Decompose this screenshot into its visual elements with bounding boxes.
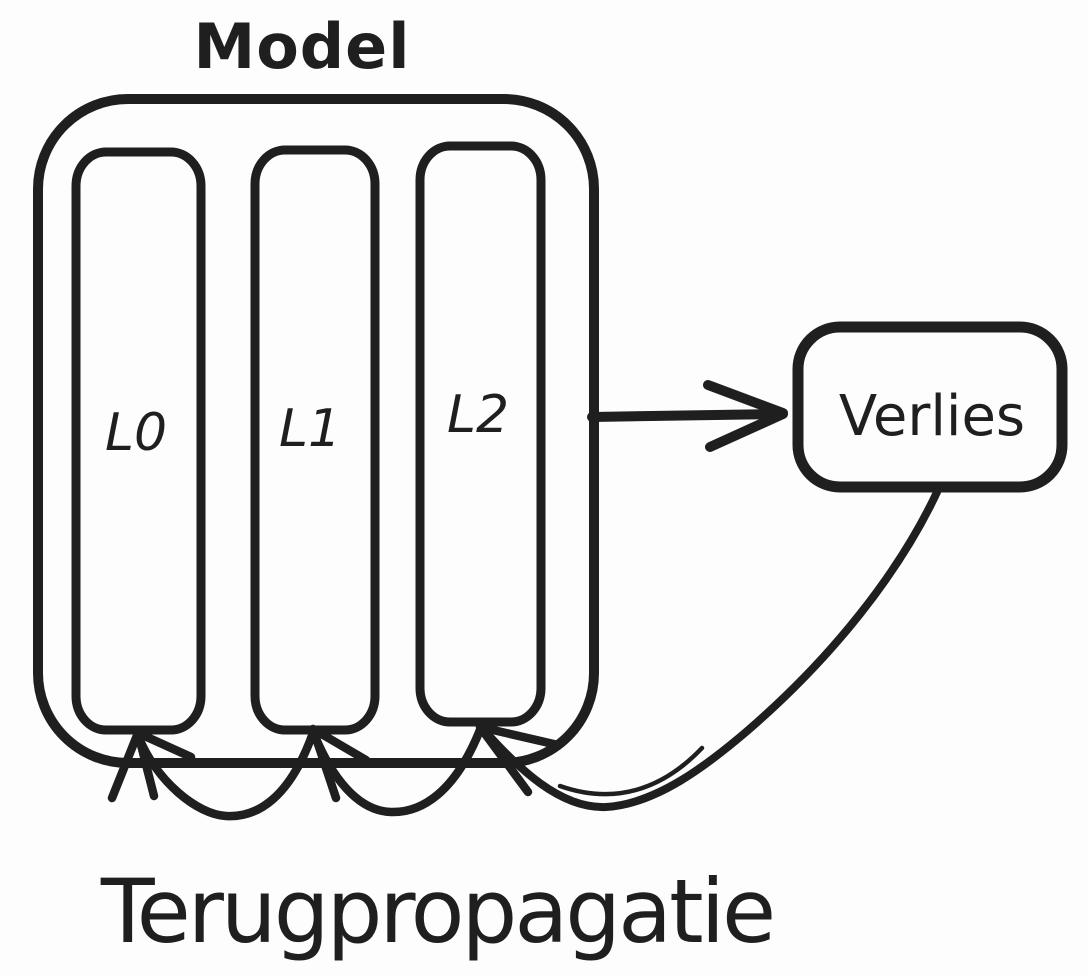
backprop-caption: Terugpropagatie — [100, 860, 773, 963]
backprop-arrowhead-l2-icon — [475, 722, 563, 797]
model-box — [33, 94, 599, 768]
feedback-curve-echo — [557, 745, 705, 797]
forward-arrowhead-icon — [703, 380, 788, 452]
model-title: Model — [194, 10, 411, 83]
loss-label: Verlies — [839, 384, 1025, 449]
backprop-arrowhead-l0-icon — [107, 728, 196, 803]
backprop-arc-l2-l1 — [309, 725, 485, 817]
layer-label-l1: L1 — [279, 399, 341, 459]
layer-box-l2 — [415, 141, 546, 727]
forward-arrow-shaft — [587, 409, 783, 422]
layer-label-l2: L2 — [447, 385, 509, 445]
feedback-curve — [480, 486, 942, 812]
backprop-arc-l1-l0 — [134, 728, 318, 821]
layer-label-l0: L0 — [105, 403, 167, 463]
loss-box — [792, 321, 1068, 493]
backprop-arrowhead-l1-icon — [308, 724, 371, 803]
